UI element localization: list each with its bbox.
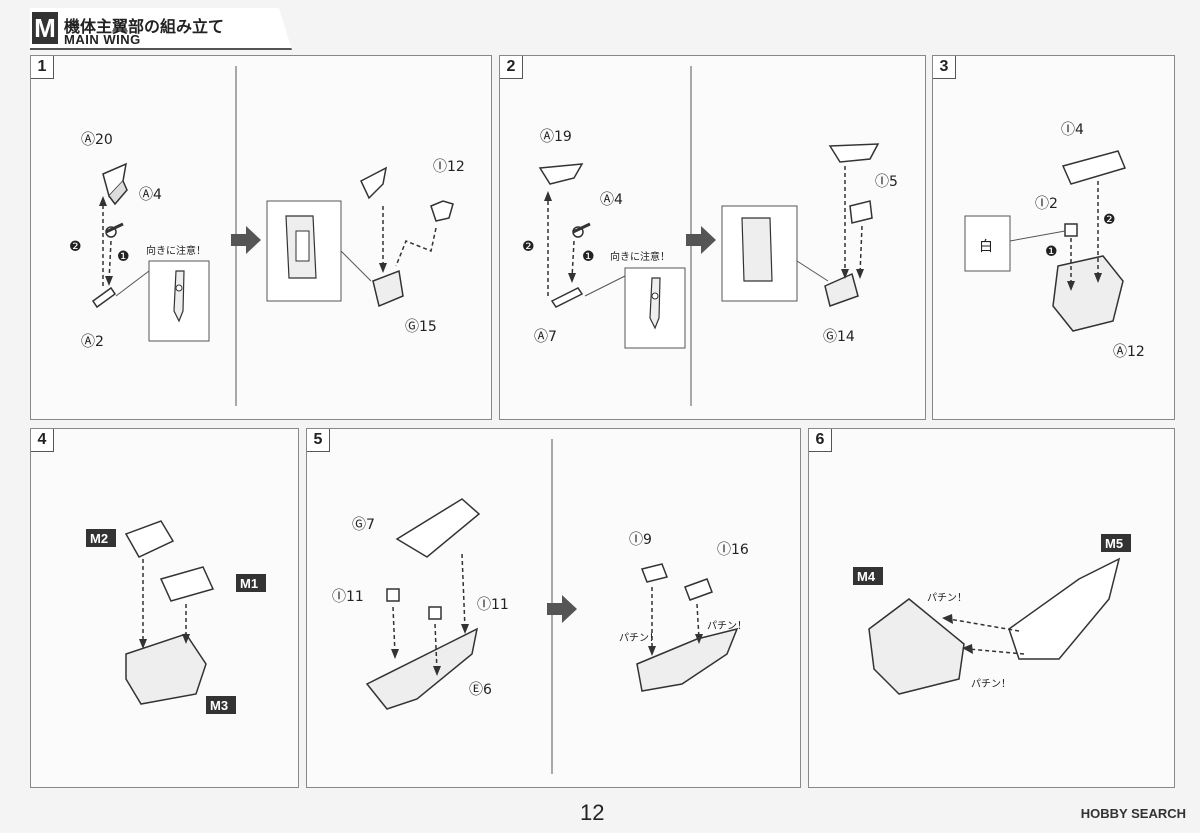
part-i16 xyxy=(684,578,713,601)
label-m3: M3 xyxy=(210,698,228,713)
step-number: 5 xyxy=(307,429,330,452)
label-m4: M4 xyxy=(857,569,876,584)
step-number: 6 xyxy=(809,429,832,452)
step-1-marker: ❶ xyxy=(117,249,130,265)
tag-m2 xyxy=(86,529,116,547)
step-number: 4 xyxy=(31,429,54,452)
tag-m3 xyxy=(206,696,236,714)
label-e6: Ⓔ6 xyxy=(469,682,492,698)
part-i9 xyxy=(640,563,669,583)
next-arrow xyxy=(547,595,577,623)
watermark-logo: HOBBY SEARCH xyxy=(1080,806,1186,821)
step-panel-3: 3 Ⓘ4 Ⓘ2 白 ❶ ❷ Ⓐ12 xyxy=(932,55,1175,420)
label-i5: Ⓘ5 xyxy=(875,174,898,190)
step-2-marker: ❷ xyxy=(522,239,535,255)
label-a12: Ⓐ12 xyxy=(1113,344,1145,360)
step-panel-4: 4 M2 M1 M3 xyxy=(30,428,299,788)
snap-label-1: パチン！ xyxy=(927,592,967,604)
step-number: 2 xyxy=(500,56,523,79)
label-i11a: Ⓘ11 xyxy=(332,589,364,605)
label-i2: Ⓘ2 xyxy=(1035,196,1058,212)
section-badge: M xyxy=(32,12,58,44)
part-e6 xyxy=(365,627,479,710)
page-number: 12 xyxy=(580,800,605,825)
step-2-illustration: Ⓐ19 Ⓐ4 Ⓐ7 ❷ ❶ 向きに注意！ Ⓘ5 Ⓖ14 xyxy=(522,66,898,406)
detail-box xyxy=(964,215,1011,272)
part-g15 xyxy=(372,269,404,308)
label-a20: Ⓐ20 xyxy=(81,132,113,148)
part-a12 xyxy=(1052,255,1124,332)
step-panel-1: 1 Ⓐ20 Ⓐ4 Ⓐ2 ❷ ❶ 向きに注意！ Ⓘ xyxy=(30,55,492,420)
label-g7: Ⓖ7 xyxy=(352,517,375,533)
part-a2 xyxy=(91,286,117,309)
part-g7 xyxy=(395,498,481,558)
section-header: M 機体主翼部の組み立て MAIN WING xyxy=(30,8,292,50)
label-i11b: Ⓘ11 xyxy=(477,597,509,613)
step-1-illustration: Ⓐ20 Ⓐ4 Ⓐ2 ❷ ❶ 向きに注意！ Ⓘ12 Ⓖ15 xyxy=(69,66,465,406)
part-m5-body xyxy=(1008,557,1121,660)
part-i5 xyxy=(849,200,873,224)
step-1-marker: ❶ xyxy=(582,249,595,265)
step-1-marker: ❶ xyxy=(1045,244,1058,260)
part-a7 xyxy=(550,287,584,308)
label-a4: Ⓐ4 xyxy=(139,187,162,203)
part-i2 xyxy=(1064,223,1078,237)
snap-label-2: パチン！ xyxy=(707,620,747,632)
step-panel-6: 6 M4 M5 パチン！ パチン！ xyxy=(808,428,1175,788)
label-a19: Ⓐ19 xyxy=(540,129,572,145)
tag-m4 xyxy=(853,567,883,585)
part-m4-body xyxy=(868,598,965,695)
label-m5: M5 xyxy=(1105,536,1123,551)
label-g15: Ⓖ15 xyxy=(405,319,437,335)
label-i9: Ⓘ9 xyxy=(629,532,652,548)
part-i12 xyxy=(430,200,454,222)
section-title-en: MAIN WING xyxy=(64,32,141,47)
step-number: 1 xyxy=(31,56,54,79)
label-a2: Ⓐ2 xyxy=(81,334,104,350)
label-i16: Ⓘ16 xyxy=(717,542,749,558)
label-m2: M2 xyxy=(90,531,108,546)
label-g14: Ⓖ14 xyxy=(823,329,855,345)
step-3-illustration: Ⓘ4 Ⓘ2 白 ❶ ❷ Ⓐ12 xyxy=(964,122,1145,360)
step-6-illustration: M4 M5 パチン！ パチン！ xyxy=(853,534,1131,695)
tag-m1 xyxy=(236,574,266,592)
next-arrow xyxy=(686,226,716,254)
step-panel-5: 5 Ⓖ7 Ⓘ11 Ⓘ11 Ⓔ6 Ⓘ9 Ⓘ16 パチン！ パチン！ xyxy=(306,428,801,788)
step-2-marker: ❷ xyxy=(1103,212,1116,228)
part-i4 xyxy=(1061,150,1127,185)
snap-label-2: パチン！ xyxy=(971,678,1011,690)
caution-note: 向きに注意！ xyxy=(610,250,670,263)
step-4-illustration: M2 M1 M3 xyxy=(86,520,266,714)
white-label: 白 xyxy=(979,239,993,255)
snap-label-1: パチン！ xyxy=(619,632,659,644)
next-arrow xyxy=(231,226,261,254)
label-i4: Ⓘ4 xyxy=(1061,122,1084,138)
step-panel-2: 2 Ⓐ19 Ⓐ4 Ⓐ7 ❷ ❶ 向きに注意！ Ⓘ5 Ⓖ14 xyxy=(499,55,926,420)
section-title-jp: 機体主翼部の組み立て xyxy=(64,17,225,36)
step-5-illustration: Ⓖ7 Ⓘ11 Ⓘ11 Ⓔ6 Ⓘ9 Ⓘ16 パチン！ パチン！ xyxy=(332,439,749,774)
part-a19 xyxy=(538,163,584,185)
part-m3-body xyxy=(125,633,207,705)
label-a7: Ⓐ7 xyxy=(534,329,557,345)
step-number: 3 xyxy=(933,56,956,79)
label-m1: M1 xyxy=(240,576,258,591)
part-g14 xyxy=(824,272,859,307)
label-i12: Ⓘ12 xyxy=(433,159,465,175)
caution-note: 向きに注意！ xyxy=(146,244,206,257)
label-a4: Ⓐ4 xyxy=(600,192,623,208)
tag-m5 xyxy=(1101,534,1131,552)
step-2-marker: ❷ xyxy=(69,239,82,255)
